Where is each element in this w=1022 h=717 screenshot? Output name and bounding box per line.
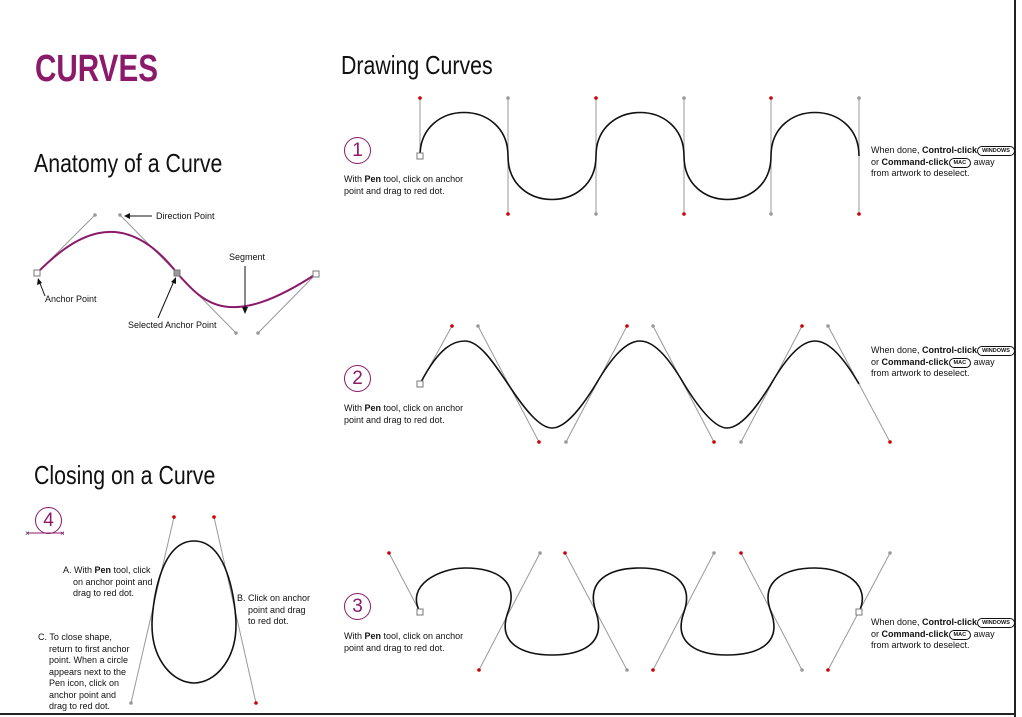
- selected-anchor-point-marker: [173, 269, 181, 277]
- page-title: CURVES: [35, 48, 158, 90]
- loop-curve: [415, 567, 864, 656]
- semicircle-curve: [419, 111, 860, 201]
- windows-key-badge: WINDOWS: [977, 146, 1015, 156]
- closed-curve: [151, 540, 237, 684]
- selected-anchor-arrow: [157, 280, 175, 319]
- red-dot: [172, 515, 176, 519]
- direction-point-marker: [129, 701, 133, 705]
- step-c-text: C. To close shape, return to first ancho…: [38, 632, 130, 711]
- drawing-heading: Drawing Curves: [341, 50, 493, 80]
- step-number-3: 3: [344, 593, 371, 620]
- closing-diagram: × ×: [25, 515, 258, 705]
- arrowhead: [124, 213, 130, 219]
- page-frame-right: [1014, 0, 1016, 717]
- anchor-point-marker: [416, 608, 424, 616]
- anchor-point-marker: [312, 270, 320, 278]
- curve-row-2: [416, 324, 892, 444]
- curve-row-3: [387, 551, 892, 672]
- step-number-2: 2: [344, 365, 371, 392]
- red-dot: [254, 701, 258, 705]
- direction-point-label: Direction Point: [156, 211, 215, 221]
- direction-point-marker: [256, 331, 260, 335]
- mac-key-badge: MAC: [948, 629, 972, 640]
- closing-heading: Closing on a Curve: [34, 460, 216, 490]
- anchor-point-marker: [416, 380, 424, 388]
- windows-key-badge: WINDOWS: [977, 618, 1015, 628]
- page-frame-bottom: [0, 713, 1016, 715]
- anchor-point-label: Anchor Point: [45, 294, 97, 304]
- pen-close-x-marker: ×: [60, 529, 65, 538]
- sine-curve: [419, 340, 860, 429]
- windows-key-badge: WINDOWS: [977, 346, 1015, 356]
- mac-key-badge: MAC: [948, 157, 972, 168]
- direction-point-marker: [234, 331, 238, 335]
- anatomy-heading: Anatomy of a Curve: [34, 148, 223, 178]
- step-b-text: B. Click on anchor point and drag to red…: [237, 593, 311, 626]
- step-number-1: 1: [344, 137, 371, 164]
- curve-row-1: [416, 96, 861, 216]
- direction-point-marker: [93, 213, 97, 217]
- direction-point-marker: [118, 213, 122, 217]
- anatomy-diagram: [33, 213, 320, 335]
- selected-anchor-point-label: Selected Anchor Point: [128, 320, 217, 330]
- step-number-4: 4: [35, 507, 62, 534]
- arrowhead: [242, 307, 248, 314]
- mac-key-badge: MAC: [948, 357, 972, 368]
- red-dot: [212, 515, 216, 519]
- segment-label: Segment: [229, 252, 266, 262]
- anchor-point-marker: [33, 269, 41, 277]
- step-3-instruction: With Pen tool, click on anchor point and…: [344, 631, 464, 653]
- pen-close-x-marker: ×: [25, 529, 30, 538]
- anchor-point-marker: [416, 152, 424, 160]
- direction-line: [257, 273, 317, 334]
- step-a-text: A. With Pen tool, click on anchor point …: [63, 565, 153, 598]
- step-2-instruction: With Pen tool, click on anchor point and…: [344, 403, 464, 425]
- arrowhead: [171, 277, 176, 284]
- step-1-instruction: With Pen tool, click on anchor point and…: [344, 174, 464, 196]
- arrowhead: [37, 278, 42, 285]
